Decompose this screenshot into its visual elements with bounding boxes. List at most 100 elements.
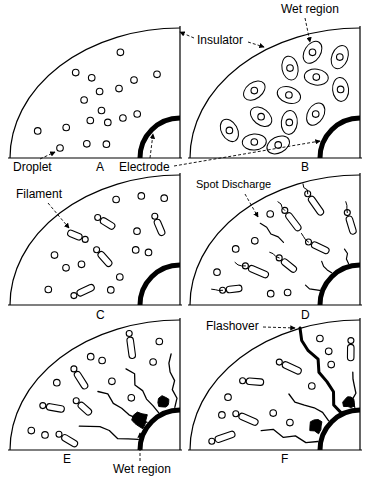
dry-band	[328, 43, 352, 71]
droplet	[138, 193, 145, 200]
panel-axes	[8, 26, 182, 158]
filament	[252, 269, 265, 275]
droplet	[132, 247, 139, 254]
droplet	[45, 286, 52, 293]
droplet	[275, 142, 282, 149]
leader-line	[150, 134, 153, 158]
droplet	[40, 403, 46, 409]
spot-discharge	[345, 249, 349, 264]
filament	[65, 438, 74, 444]
part-label: Droplet	[12, 161, 53, 174]
dry-band	[303, 100, 329, 129]
droplet	[105, 119, 112, 126]
droplet	[63, 124, 70, 131]
part-label: Insulator	[196, 34, 244, 47]
droplet	[95, 215, 101, 221]
filament-outline	[65, 438, 74, 444]
filament-outline	[78, 375, 85, 386]
panel-letter: F	[280, 453, 289, 466]
filament	[81, 406, 88, 412]
droplet	[63, 265, 70, 272]
droplet	[71, 366, 77, 372]
filament	[78, 375, 85, 386]
leader-line	[305, 18, 310, 42]
droplet	[82, 236, 88, 242]
discharge-arc	[126, 369, 159, 413]
dry-band	[299, 38, 325, 67]
filament	[230, 288, 239, 289]
droplet	[81, 97, 88, 104]
dry-band	[217, 116, 243, 145]
filament	[104, 221, 112, 226]
filament-outline	[101, 255, 108, 263]
droplet	[328, 361, 335, 368]
panel-axes	[188, 26, 362, 158]
filament	[348, 348, 353, 358]
dry-band	[280, 110, 298, 135]
droplet	[313, 74, 320, 81]
filament-outline	[349, 219, 353, 231]
insulator-outline	[10, 175, 180, 305]
droplet	[56, 431, 62, 437]
panel-axes	[8, 318, 182, 450]
discharge-arc	[79, 426, 138, 439]
part-label: Electrode	[118, 161, 171, 174]
droplet	[108, 287, 115, 294]
spot-discharge	[278, 202, 285, 211]
droplet	[99, 357, 106, 364]
wet-region	[310, 420, 322, 434]
filament	[286, 365, 298, 371]
droplet	[152, 213, 158, 219]
spot-discharge	[346, 202, 348, 213]
leader-lines	[40, 18, 320, 461]
dry-band	[303, 68, 329, 87]
droplet	[287, 419, 294, 426]
droplet	[214, 269, 221, 276]
insulator-outline	[190, 175, 360, 305]
panel-axes	[8, 173, 182, 305]
leader-line	[140, 433, 141, 461]
droplet	[54, 379, 61, 386]
insulator-outline	[190, 28, 360, 158]
filament-outline	[347, 348, 355, 358]
panel-letter: D	[300, 309, 311, 322]
insulator-outline	[10, 28, 180, 158]
filament	[50, 407, 61, 409]
dry-band	[332, 77, 350, 102]
droplet	[42, 432, 49, 439]
droplet	[98, 107, 105, 114]
discharge-arc	[352, 372, 356, 407]
electrode-symbol	[140, 118, 180, 158]
droplet	[258, 113, 265, 120]
discharge-arc	[289, 394, 329, 421]
leader-line	[180, 32, 194, 38]
dry-band	[264, 132, 293, 157]
filament-outline	[230, 288, 239, 289]
filament	[285, 262, 294, 269]
droplet	[240, 378, 246, 384]
droplet	[209, 438, 215, 444]
droplet	[131, 77, 138, 84]
part-label: Filament	[15, 188, 63, 201]
droplet	[317, 335, 324, 342]
droplet	[88, 75, 95, 82]
droplet	[103, 141, 110, 148]
droplet	[34, 128, 41, 135]
discharge-arc	[98, 392, 147, 423]
droplet	[251, 139, 258, 146]
droplet	[51, 252, 58, 259]
dry-band	[247, 103, 276, 130]
filament-outline	[252, 269, 265, 275]
insulator-outline	[10, 320, 180, 450]
electrodes	[140, 118, 360, 450]
droplet	[126, 331, 132, 337]
droplet	[270, 410, 277, 417]
droplet	[226, 127, 233, 134]
filament-outline	[80, 288, 91, 293]
droplet	[286, 119, 293, 126]
discharge-arc	[169, 354, 177, 407]
panel-axes	[188, 318, 362, 450]
spot-discharge	[306, 285, 320, 290]
